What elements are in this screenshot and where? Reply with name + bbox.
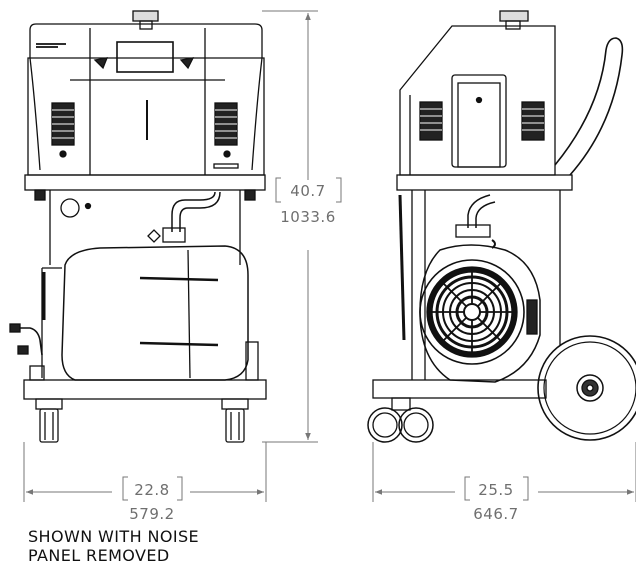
note-line-2: PANEL REMOVED <box>28 546 170 565</box>
height-inches-label: 40.7 <box>290 182 325 200</box>
side-front-caster <box>367 397 434 443</box>
side-rear-wheel <box>537 335 636 441</box>
side-door-panel <box>451 74 507 168</box>
note-line-1: SHOWN WITH NOISE <box>28 527 200 546</box>
side-left-vent <box>419 101 443 141</box>
front-housing <box>29 23 263 58</box>
side-housing <box>399 25 556 176</box>
dimension-labels: 40.7 1033.6 22.8 579.2 25.5 646.7 <box>129 182 518 523</box>
front-right-button <box>179 57 195 70</box>
side-view <box>367 10 636 443</box>
brand-logo-mark <box>36 43 66 48</box>
dimension-lines <box>23 10 636 502</box>
side-base <box>372 379 547 399</box>
front-left-caster <box>35 398 63 410</box>
side-width-inches-label: 25.5 <box>478 481 513 499</box>
side-tray <box>396 174 573 191</box>
front-tank <box>61 245 249 381</box>
side-fan-motor <box>419 244 541 383</box>
height-mm-label: 1033.6 <box>280 208 336 226</box>
front-cable <box>10 327 43 356</box>
display-screen <box>116 41 174 73</box>
side-right-vent <box>521 101 545 141</box>
top-valve <box>132 10 159 22</box>
side-handle <box>554 37 624 176</box>
front-left-button <box>93 57 109 70</box>
side-hose <box>467 194 491 228</box>
side-width-mm-label: 646.7 <box>473 505 518 523</box>
front-hose <box>171 191 216 232</box>
side-top-valve <box>499 10 529 22</box>
front-tray <box>24 174 266 191</box>
front-base <box>23 379 267 400</box>
front-width-inches-label: 22.8 <box>134 481 169 499</box>
front-view <box>9 10 267 443</box>
drawing-note: SHOWN WITH NOISE PANEL REMOVED <box>28 527 199 565</box>
front-right-caster <box>221 398 249 410</box>
front-width-mm-label: 579.2 <box>129 505 174 523</box>
